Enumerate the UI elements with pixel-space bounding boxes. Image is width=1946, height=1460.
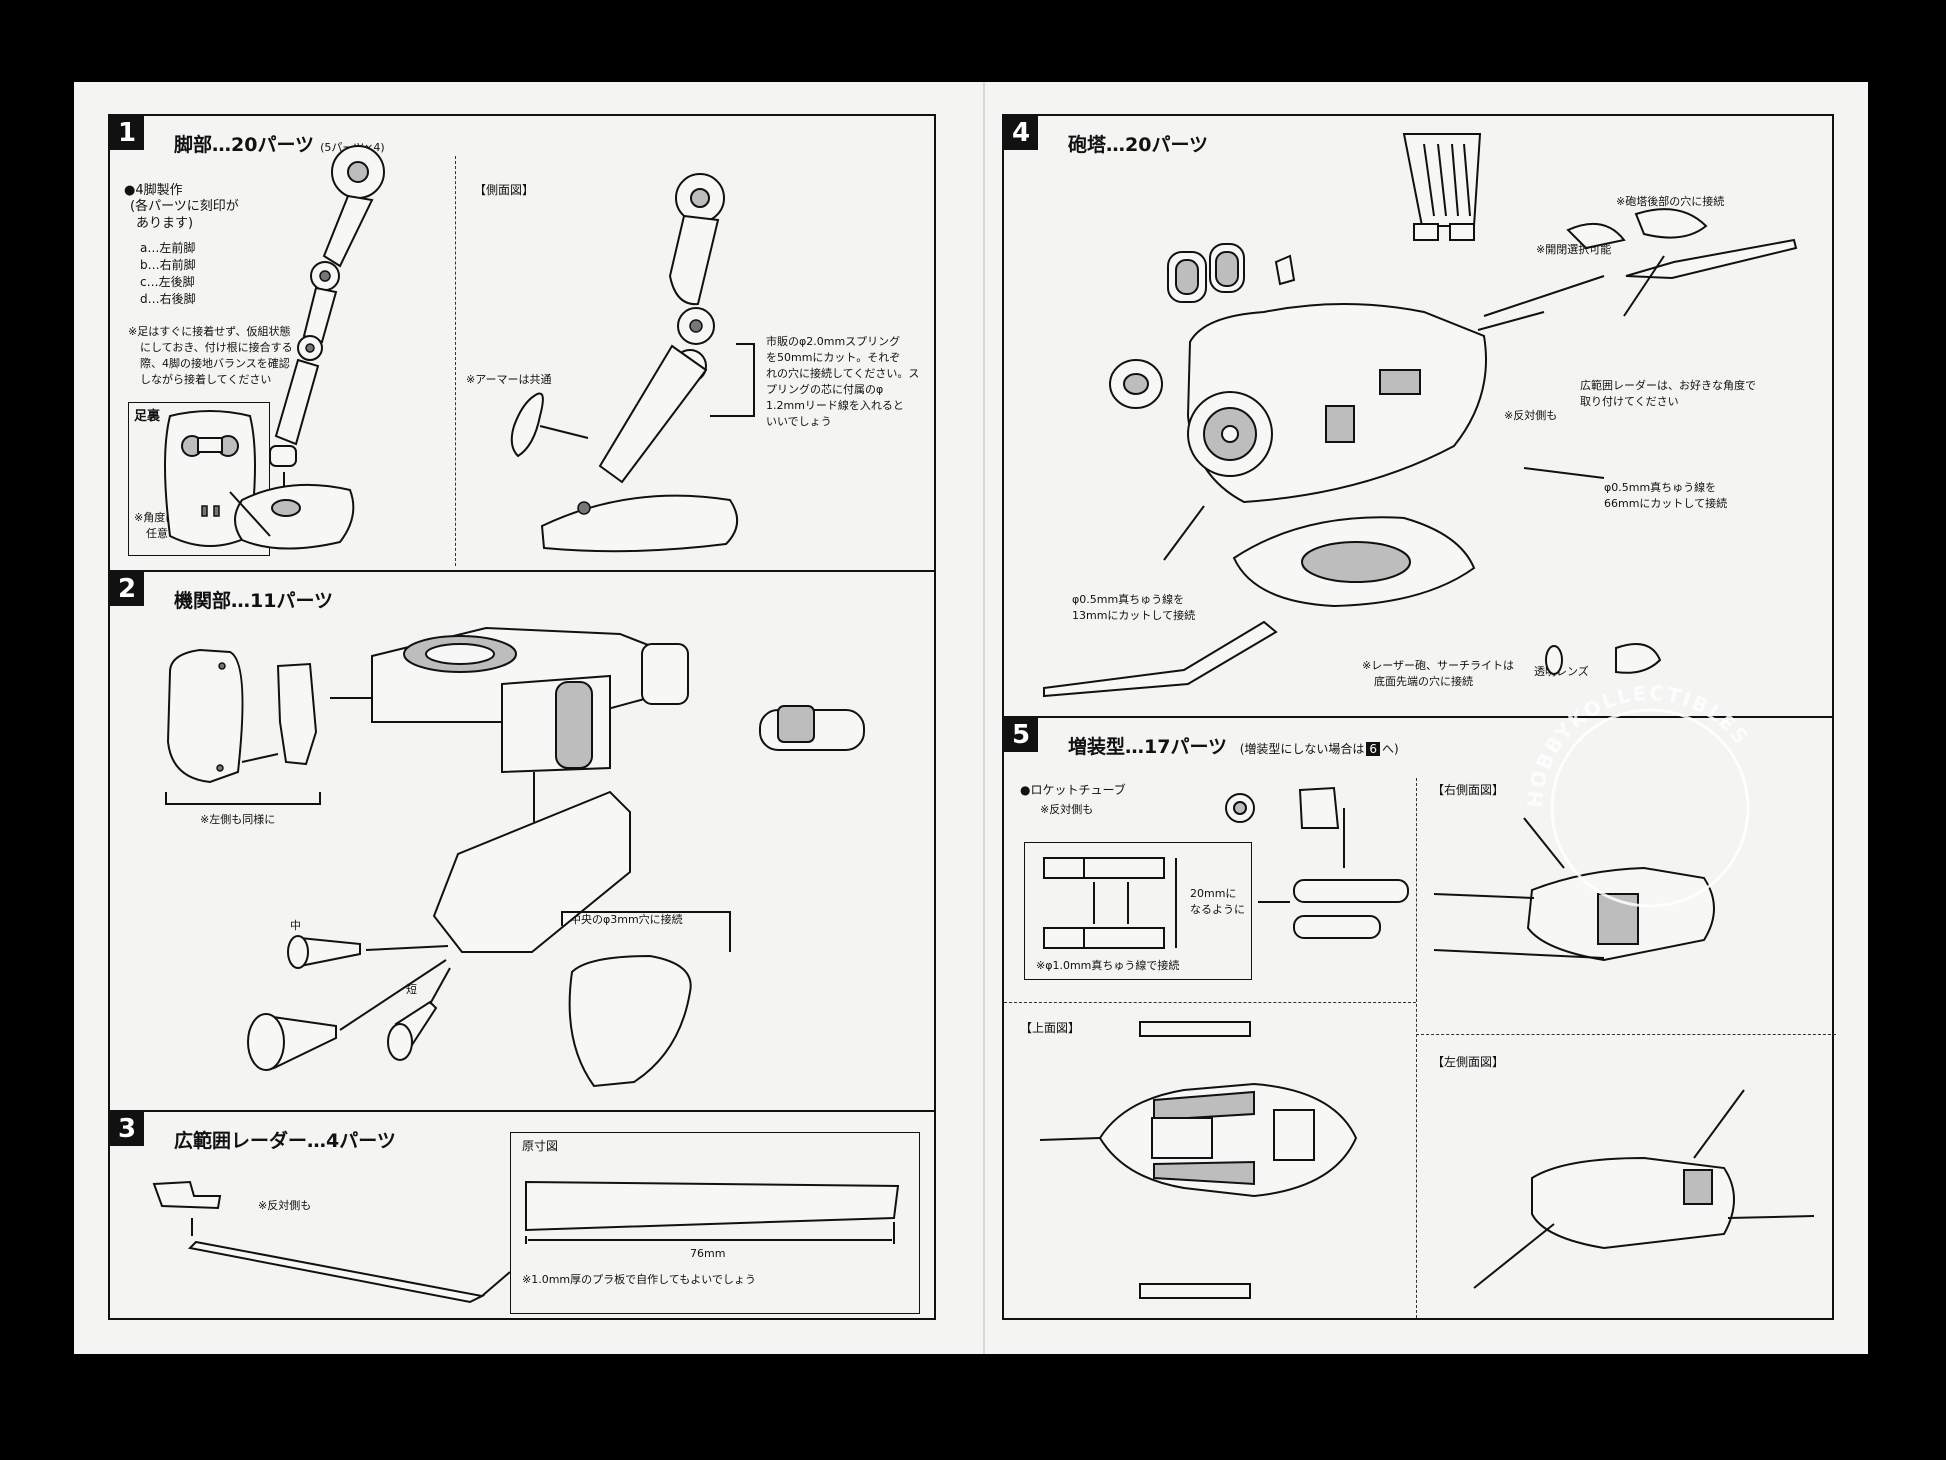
left-side-label: 【左側面図】: [1432, 1055, 1505, 1069]
panel-legs: 1 脚部…20パーツ(5パーツ×4) 【側面図】 ●4脚製作 (各パーツに刻印が…: [108, 114, 936, 572]
rocket-heading: ●ロケットチューブ: [1020, 783, 1126, 797]
plate-note: ※1.0mm厚のプラ板で自作してもよいでしょう: [522, 1273, 756, 1286]
length-note-2: なるように: [1190, 903, 1245, 916]
step-number-1: 1: [110, 116, 144, 150]
rocket-wire-note: ※φ1.0mm真ちゅう線で接続: [1036, 959, 1180, 972]
nozzle-medium: 中: [290, 919, 301, 932]
svg-text:HOBBYKOLLECTIBLES: HOBBYKOLLECTIBLES: [1523, 681, 1755, 809]
leg-list-b: b…右前脚: [140, 258, 196, 272]
extended-title-text: 増装型…17パーツ: [1068, 736, 1228, 758]
armor-note: ※アーマーは共通: [466, 373, 552, 386]
turret-opposite-note: ※反対側も: [1504, 409, 1558, 422]
leg-note-2: あります): [136, 216, 194, 231]
divider-horizontal-left: [1004, 1002, 1416, 1003]
foot-note-3: 際、4脚の接地バランスを確認: [140, 357, 290, 370]
actual-size-box: [510, 1132, 920, 1314]
sole-drawing: [164, 410, 256, 547]
radar-angle-note-1: 広範囲レーダーは、お好きな角度で: [1580, 379, 1756, 392]
leg-list-d: d…右後脚: [140, 292, 196, 306]
leg-list-c: c…左後脚: [140, 275, 195, 289]
leg-note-1: (各パーツに刻印が: [130, 199, 239, 214]
turret-title: 砲塔…20パーツ: [1068, 134, 1209, 156]
leg-list-a: a…左前脚: [140, 241, 196, 255]
spring-note-1: 市販のφ2.0mmスプリング: [766, 335, 901, 348]
nozzle-short: 短: [406, 983, 417, 996]
watermark-text: HOBBYKOLLECTIBLES: [1523, 681, 1753, 809]
turret-drawings: [1043, 133, 1798, 698]
actual-size-label: 原寸図: [522, 1139, 559, 1153]
fold-line: [983, 82, 985, 1354]
wire66-note-1: φ0.5mm真ちゅう線を: [1604, 481, 1717, 494]
subtitle-after: へ): [1382, 742, 1399, 756]
rear-hole-note: ※砲塔後部の穴に接続: [1616, 195, 1725, 208]
sole-label: 足裏: [134, 409, 161, 424]
divider-vertical: [1416, 778, 1417, 1318]
spring-note-5: 1.2mmリード線を入れると: [766, 399, 904, 412]
spring-note-2: を50mmにカット。それぞ: [766, 351, 901, 364]
wire13-note-2: 13mmにカットして接続: [1072, 609, 1196, 622]
watermark-stamp: HOBBYKOLLECTIBLES: [1523, 681, 1755, 908]
sole-box: [128, 402, 270, 556]
length-note-1: 20mmに: [1190, 887, 1237, 900]
laser-note-1: ※レーザー砲、サーチライトは: [1362, 659, 1514, 672]
radar-drawings: [152, 1180, 900, 1304]
dim-length: 76mm: [690, 1247, 726, 1260]
subtitle-badge: 6: [1366, 742, 1381, 756]
spring-note-6: いいでしょう: [766, 415, 832, 428]
spring-note-3: れの穴に接続してください。ス: [766, 367, 920, 380]
side-view-label: 【側面図】: [474, 183, 535, 197]
center-hole-note: 中央のφ3mm穴に接続: [570, 913, 683, 926]
panel-engine: 2 機関部…11パーツ ※左側も同様に 中央のφ3mm穴に接続 中 長 短: [108, 570, 936, 1112]
right-side-label: 【右側面図】: [1432, 783, 1505, 797]
radar-opposite-note: ※反対側も: [258, 1199, 312, 1212]
foot-note-4: しながら接着してください: [140, 373, 272, 386]
legs-title: 脚部…20パーツ: [174, 134, 315, 156]
foot-note-1: ※足はすぐに接着せず、仮組状態: [128, 325, 291, 338]
extended-drawings: [1039, 786, 1815, 1299]
radar-title: 広範囲レーダー…4パーツ: [174, 1130, 396, 1152]
panel-turret: 4 砲塔…20パーツ ※砲塔後部の穴に接続 ※開閉選択可能 広範囲レーダーは、お…: [1002, 114, 1834, 718]
wire13-note-1: φ0.5mm真ちゅう線を: [1072, 593, 1185, 606]
leg-exploded-drawing: [229, 145, 385, 550]
radar-angle-note-2: 取り付けてください: [1580, 395, 1679, 408]
rocket-box: [1024, 842, 1252, 980]
angle-note-2: 任意: [146, 527, 168, 540]
laser-note-2: 底面先端の穴に接続: [1374, 675, 1473, 688]
angle-note-1: ※角度は: [134, 511, 177, 524]
step-number-2: 2: [110, 572, 144, 606]
spring-note-4: プリングの芯に付属のφ: [766, 383, 884, 396]
subtitle-before: (増装型にしない場合は: [1239, 742, 1365, 756]
wire66-note-2: 66mmにカットして接続: [1604, 497, 1728, 510]
divider: [455, 156, 456, 566]
panel-radar: 3 広範囲レーダー…4パーツ ※反対側も 原寸図 11mm 7mm 76mm ※…: [108, 1110, 936, 1320]
leg-drawings: [164, 145, 755, 553]
engine-drawings: [165, 626, 865, 1088]
step-number-5: 5: [1004, 718, 1038, 752]
leg-heading: ●4脚製作: [124, 183, 183, 198]
leg-side-drawing: [510, 173, 755, 553]
divider-horizontal-right: [1416, 1034, 1836, 1035]
foot-note-2: にしておき、付け根に接合する: [140, 341, 293, 354]
top-view-label: 【上面図】: [1020, 1021, 1081, 1035]
engine-title: 機関部…11パーツ: [174, 590, 334, 612]
step-number-3: 3: [110, 1112, 144, 1146]
left-side-note: ※左側も同様に: [200, 813, 276, 826]
step-number-4: 4: [1004, 116, 1038, 150]
rocket-opposite: ※反対側も: [1040, 803, 1094, 816]
